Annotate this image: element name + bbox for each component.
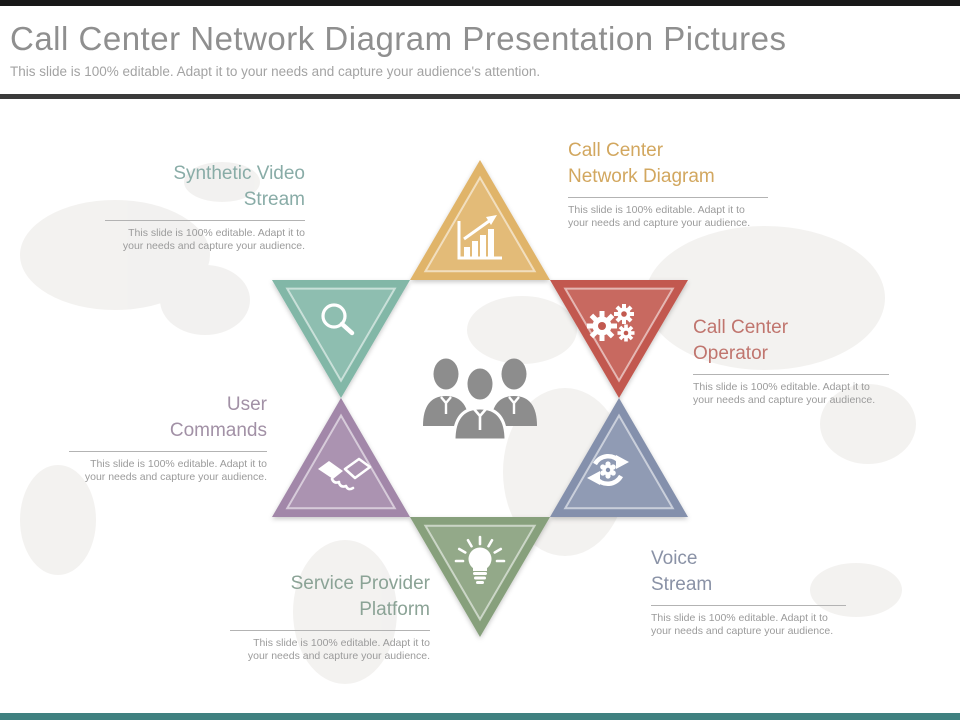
label-voice-stream: Voice Stream This slide is 100% editable…: [651, 546, 846, 638]
label-user-commands: User Commands This slide is 100% editabl…: [69, 392, 267, 484]
node-description: This slide is 100% editable. Adapt it to…: [568, 204, 751, 229]
lightbulb-icon: [454, 535, 506, 584]
triangle-top: [410, 160, 550, 280]
triangle-lower-right: [550, 398, 688, 517]
triangle-upper-right: [550, 280, 688, 398]
label-synthetic-video-stream: Synthetic Video Stream This slide is 100…: [105, 161, 305, 253]
node-title: Call Center Network Diagram: [568, 138, 768, 198]
triangle-lower-left: [272, 398, 410, 517]
node-description: This slide is 100% editable. Adapt it to…: [693, 381, 876, 406]
node-title: Call Center Operator: [693, 315, 889, 375]
label-call-center-network-diagram: Call Center Network Diagram This slide i…: [568, 138, 768, 230]
node-title: Voice Stream: [651, 546, 846, 606]
gears-icon: [587, 304, 635, 342]
node-description: This slide is 100% editable. Adapt it to…: [247, 637, 430, 662]
top-bar: [0, 0, 960, 6]
triangle-bottom: [410, 517, 550, 637]
sync-icon: [587, 454, 629, 486]
node-title: Synthetic Video Stream: [105, 161, 305, 221]
magnifier-icon: [321, 303, 355, 336]
node-title: Service Provider Platform: [230, 571, 430, 631]
node-description: This slide is 100% editable. Adapt it to…: [84, 458, 267, 483]
world-map-watermark: [20, 162, 916, 684]
node-description: This slide is 100% editable. Adapt it to…: [651, 612, 834, 637]
triangle-upper-left: [272, 280, 410, 398]
footer-bar: [0, 713, 960, 720]
page-subtitle: This slide is 100% editable. Adapt it to…: [10, 64, 541, 79]
label-service-provider-platform: Service Provider Platform This slide is …: [230, 571, 430, 663]
bar-chart-icon: [457, 215, 502, 260]
node-title: User Commands: [69, 392, 267, 452]
header-divider: [0, 94, 960, 99]
team-icon: [423, 358, 537, 442]
node-description: This slide is 100% editable. Adapt it to…: [122, 227, 305, 252]
handshake-icon: [318, 457, 372, 491]
page-title: Call Center Network Diagram Presentation…: [10, 20, 787, 57]
label-call-center-operator: Call Center Operator This slide is 100% …: [693, 315, 889, 407]
